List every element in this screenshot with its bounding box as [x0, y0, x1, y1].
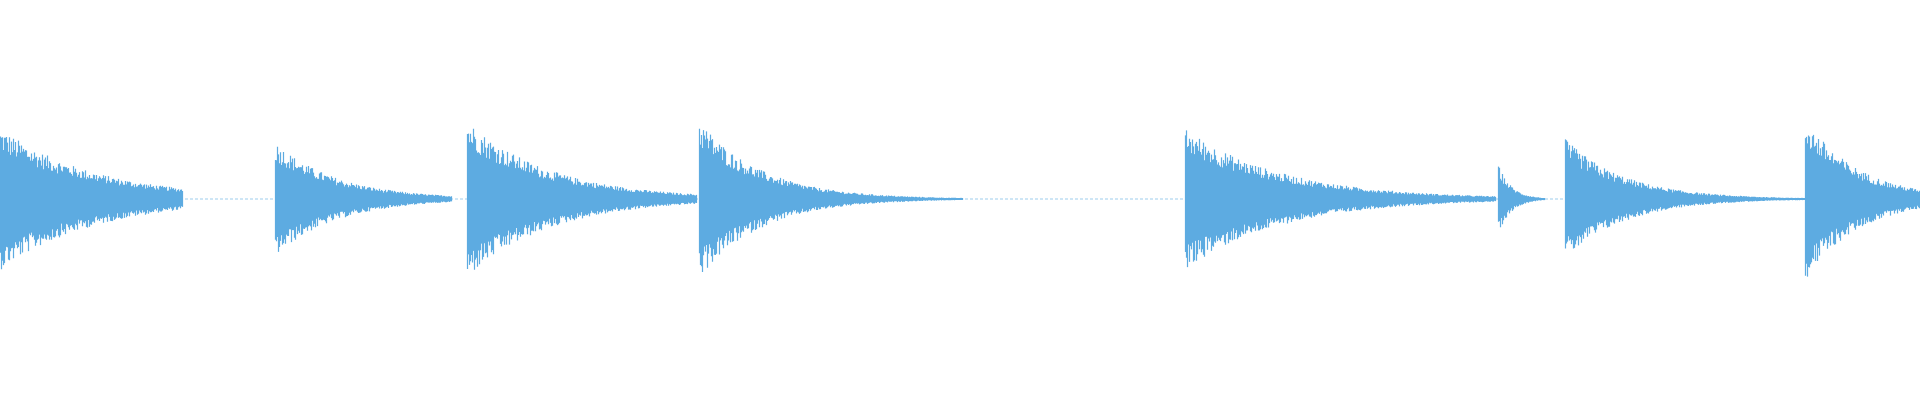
waveform-envelope — [0, 128, 1920, 277]
waveform-samples — [0, 128, 1920, 277]
